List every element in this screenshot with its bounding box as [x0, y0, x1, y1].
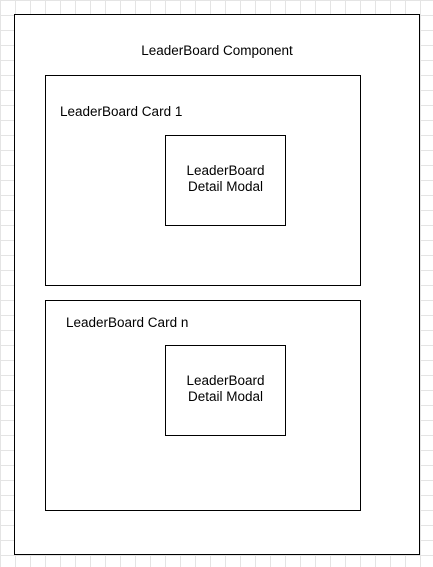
leaderboard-card-1-box: LeaderBoard Card 1 LeaderBoard Detail Mo…	[45, 75, 361, 286]
detail-modal-line-1: LeaderBoard	[186, 373, 265, 388]
detail-modal-label-card-1: LeaderBoard Detail Modal	[166, 163, 285, 195]
leaderboard-card-n-label: LeaderBoard Card n	[66, 315, 189, 330]
detail-modal-box-card-n: LeaderBoard Detail Modal	[165, 345, 286, 436]
detail-modal-box-card-1: LeaderBoard Detail Modal	[165, 135, 286, 226]
leaderboard-component-box: LeaderBoard Component LeaderBoard Card 1…	[14, 14, 420, 555]
leaderboard-component-label: LeaderBoard Component	[141, 43, 293, 58]
detail-modal-line-1: LeaderBoard	[186, 163, 265, 178]
leaderboard-card-n-box: LeaderBoard Card n LeaderBoard Detail Mo…	[45, 300, 361, 511]
detail-modal-line-2: Detail Modal	[187, 389, 264, 404]
leaderboard-card-1-label: LeaderBoard Card 1	[60, 104, 183, 119]
detail-modal-line-2: Detail Modal	[187, 179, 264, 194]
detail-modal-label-card-n: LeaderBoard Detail Modal	[166, 373, 285, 405]
